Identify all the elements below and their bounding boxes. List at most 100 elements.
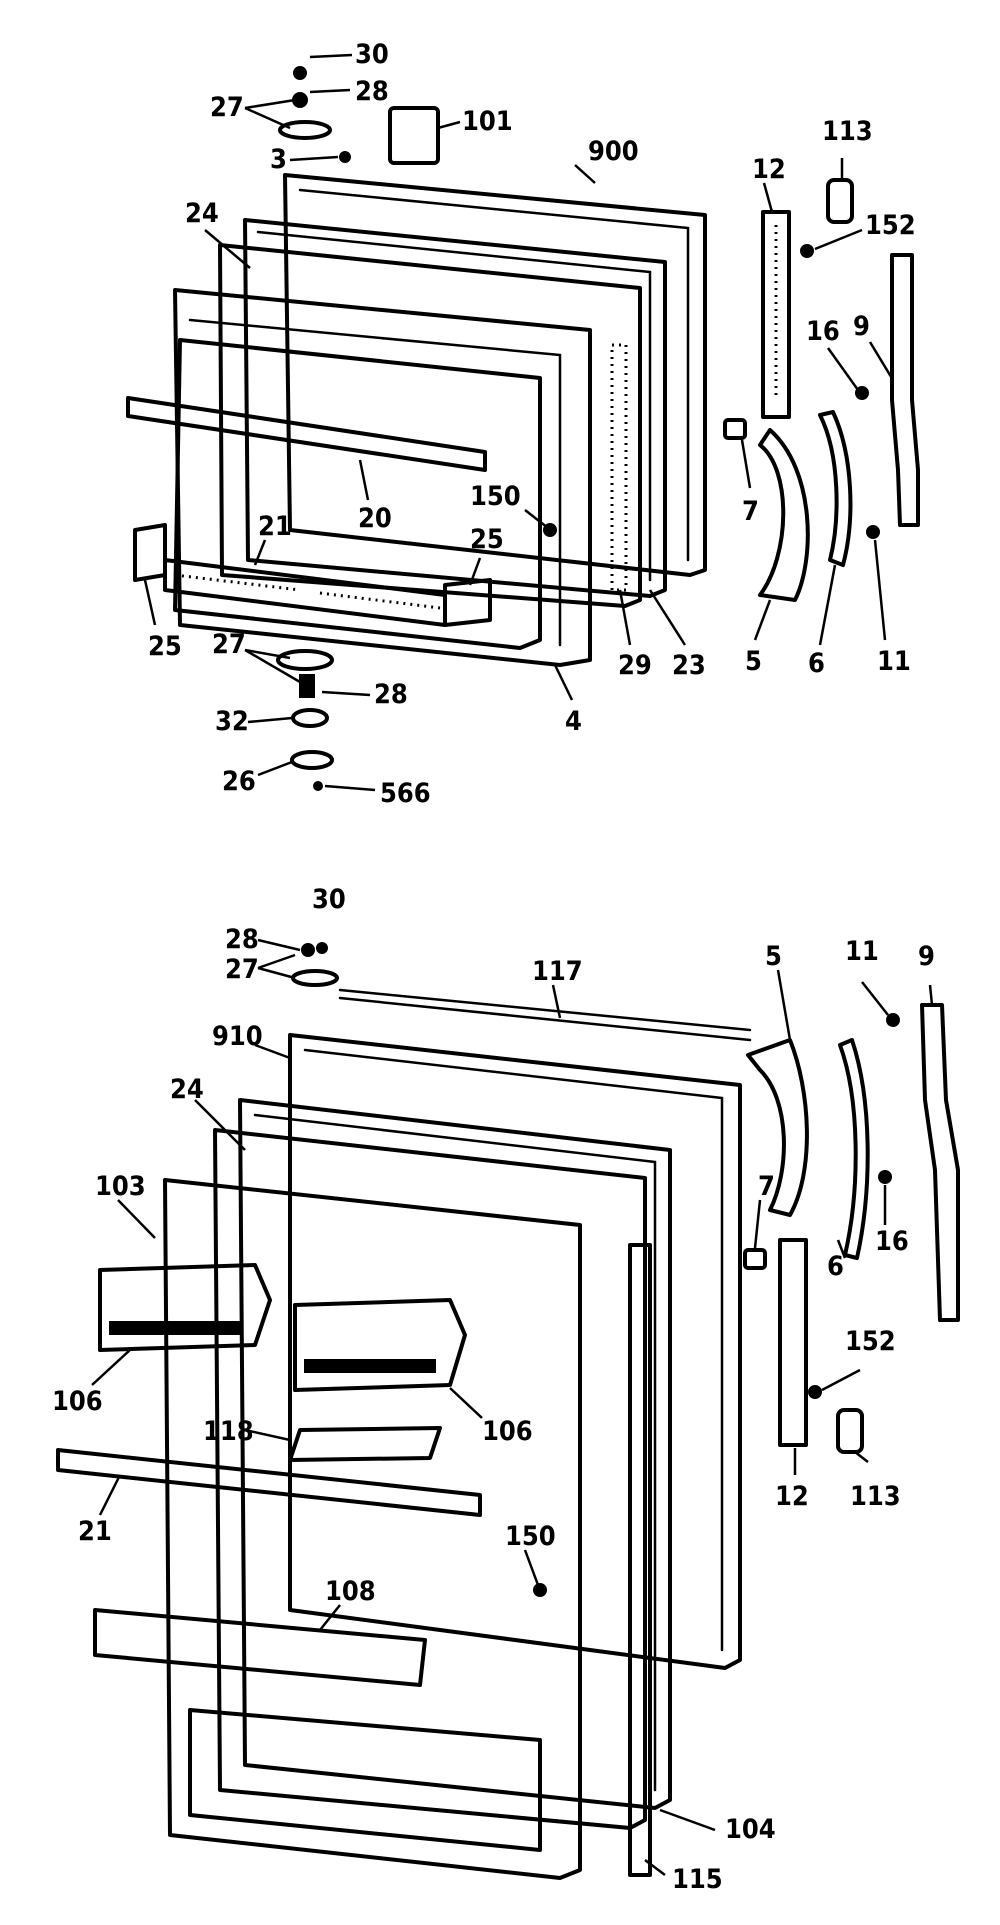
callout-l-9: 9 — [918, 941, 935, 972]
door-liner-rim — [188, 318, 562, 647]
leader-27b — [244, 648, 301, 684]
callout-l-118: 118 — [203, 1416, 254, 1447]
callout-4: 4 — [565, 706, 582, 737]
callout-7: 7 — [742, 496, 759, 527]
spring-lower — [836, 1408, 864, 1454]
leader-28b — [321, 690, 371, 697]
leader-4 — [553, 664, 574, 701]
lower-door-callouts: 30 28 27 117 5 11 9 910 24 103 7 6 16 15… — [52, 884, 935, 1895]
door-stop-lower — [743, 1248, 767, 1270]
leader-l-28 — [257, 938, 301, 952]
screw-11 — [866, 525, 880, 539]
bottom-hinge-shim — [276, 649, 334, 671]
callout-5: 5 — [745, 646, 762, 677]
bin-right-label — [304, 1359, 436, 1373]
callout-150: 150 — [470, 481, 521, 512]
leader-3 — [289, 155, 339, 162]
callout-30: 30 — [355, 39, 389, 70]
screw-152 — [800, 244, 814, 258]
leader-9 — [868, 341, 895, 381]
callout-l-106-left: 106 — [52, 1386, 103, 1417]
callout-900: 900 — [588, 136, 639, 167]
top-trim — [338, 988, 752, 1042]
leader-6 — [818, 564, 837, 646]
leader-32 — [247, 716, 293, 724]
callout-l-117: 117 — [532, 956, 583, 987]
callout-20: 20 — [358, 503, 392, 534]
leader-25b — [468, 557, 482, 586]
leader-12 — [762, 182, 774, 213]
callout-3: 3 — [270, 144, 287, 175]
shelf-bracket-left — [133, 523, 167, 582]
screw-152-lower — [808, 1385, 822, 1399]
callout-l-5: 5 — [765, 941, 782, 972]
callout-27: 27 — [210, 92, 244, 123]
leader-20 — [358, 459, 370, 501]
leader-l-910 — [254, 1043, 291, 1060]
door-stop — [723, 418, 747, 440]
door-gasket — [243, 218, 667, 598]
leader-l-106b — [449, 1387, 483, 1419]
handle-mount-lower — [778, 1238, 808, 1447]
door-liner-cavity — [173, 338, 542, 650]
leader-l-150 — [523, 1549, 540, 1586]
leader-l-108 — [319, 1604, 341, 1631]
shelf-rail — [126, 396, 487, 472]
leader-150 — [524, 509, 549, 529]
leader-566 — [324, 784, 376, 792]
screw-3 — [339, 151, 351, 163]
leader-l-6 — [836, 1239, 847, 1259]
callout-l-16: 16 — [875, 1226, 909, 1257]
callout-l-24: 24 — [170, 1074, 204, 1105]
leader-l-11 — [861, 981, 889, 1016]
callout-16: 16 — [806, 316, 840, 347]
callout-23: 23 — [672, 650, 706, 681]
leader-29 — [618, 589, 632, 646]
screw-16 — [855, 386, 869, 400]
hinge-bushing — [292, 92, 308, 108]
leader-l-5 — [776, 969, 792, 1041]
hinge-shim-lower — [291, 969, 339, 987]
callout-26: 26 — [222, 766, 256, 797]
leader-l-103 — [117, 1199, 156, 1239]
callout-l-104: 104 — [725, 1814, 776, 1845]
hinge-bushing-lower — [301, 943, 315, 957]
leader-21 — [253, 539, 267, 566]
callout-28: 28 — [355, 76, 389, 107]
leader-16 — [826, 347, 860, 391]
leader-5 — [753, 599, 772, 641]
callout-25-right: 25 — [470, 524, 504, 555]
callout-29: 29 — [618, 650, 652, 681]
bin-left-label — [109, 1321, 241, 1335]
callout-l-113: 113 — [850, 1481, 901, 1512]
bottom-hinge-washer — [291, 708, 329, 728]
callout-11: 11 — [877, 646, 911, 677]
handle-insert-6 — [818, 410, 853, 567]
shelf-rail-lower — [56, 1448, 482, 1517]
leader-11 — [873, 539, 887, 641]
outer-door-panel-lower-inner — [303, 1048, 724, 1652]
callout-21: 21 — [258, 511, 292, 542]
handle-mount — [761, 210, 791, 419]
shelf-bracket-right — [443, 578, 492, 627]
callout-24: 24 — [185, 198, 219, 229]
breaker-strip-lower — [628, 1243, 652, 1877]
door-liner-lower-cavity — [188, 1708, 542, 1852]
callout-l-28: 28 — [225, 924, 259, 955]
callout-l-150: 150 — [505, 1521, 556, 1552]
callout-l-108: 108 — [325, 1576, 376, 1607]
leader-101 — [437, 120, 461, 130]
leader-24 — [204, 229, 251, 269]
callout-l-115: 115 — [672, 1864, 723, 1895]
callout-28-lower: 28 — [374, 679, 408, 710]
dairy-compartment — [288, 1426, 442, 1462]
callout-27-lower: 27 — [212, 629, 246, 660]
leader-26 — [257, 760, 293, 777]
callout-32: 32 — [215, 706, 249, 737]
door-gasket-lower — [238, 1098, 672, 1810]
outer-door-panel — [283, 173, 707, 577]
callout-l-152: 152 — [845, 1326, 896, 1357]
bottom-hinge-cam — [290, 750, 334, 770]
callout-101: 101 — [462, 106, 513, 137]
